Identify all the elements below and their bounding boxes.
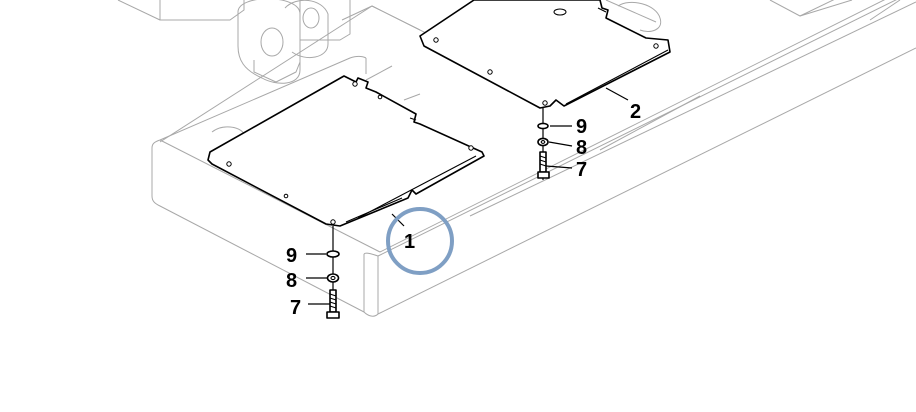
callout-lock-washer-rear: 8 xyxy=(576,137,587,159)
washer-front xyxy=(326,250,340,258)
callout-bolt-front: 7 xyxy=(290,297,301,319)
callout-lock-washer-front: 8 xyxy=(286,270,297,292)
washer-rear xyxy=(537,122,549,130)
highlight-circle xyxy=(386,207,454,275)
leader-lines xyxy=(306,87,629,305)
callout-bolt-rear: 7 xyxy=(576,159,587,181)
lock-washer-front xyxy=(326,273,340,283)
callout-plate-front: 1 xyxy=(404,231,415,253)
fastener-stack-rear xyxy=(537,108,550,180)
fastener-stack-front xyxy=(326,226,340,319)
bolt-rear xyxy=(537,151,550,179)
callout-washer-rear: 9 xyxy=(576,116,587,138)
callout-plate-rear: 2 xyxy=(630,101,641,123)
bolt-front xyxy=(326,289,340,319)
cover-plate-rear xyxy=(419,0,671,109)
lock-washer-rear xyxy=(537,137,549,147)
cover-plate-front xyxy=(207,75,485,227)
callout-washer-front: 9 xyxy=(286,245,297,267)
